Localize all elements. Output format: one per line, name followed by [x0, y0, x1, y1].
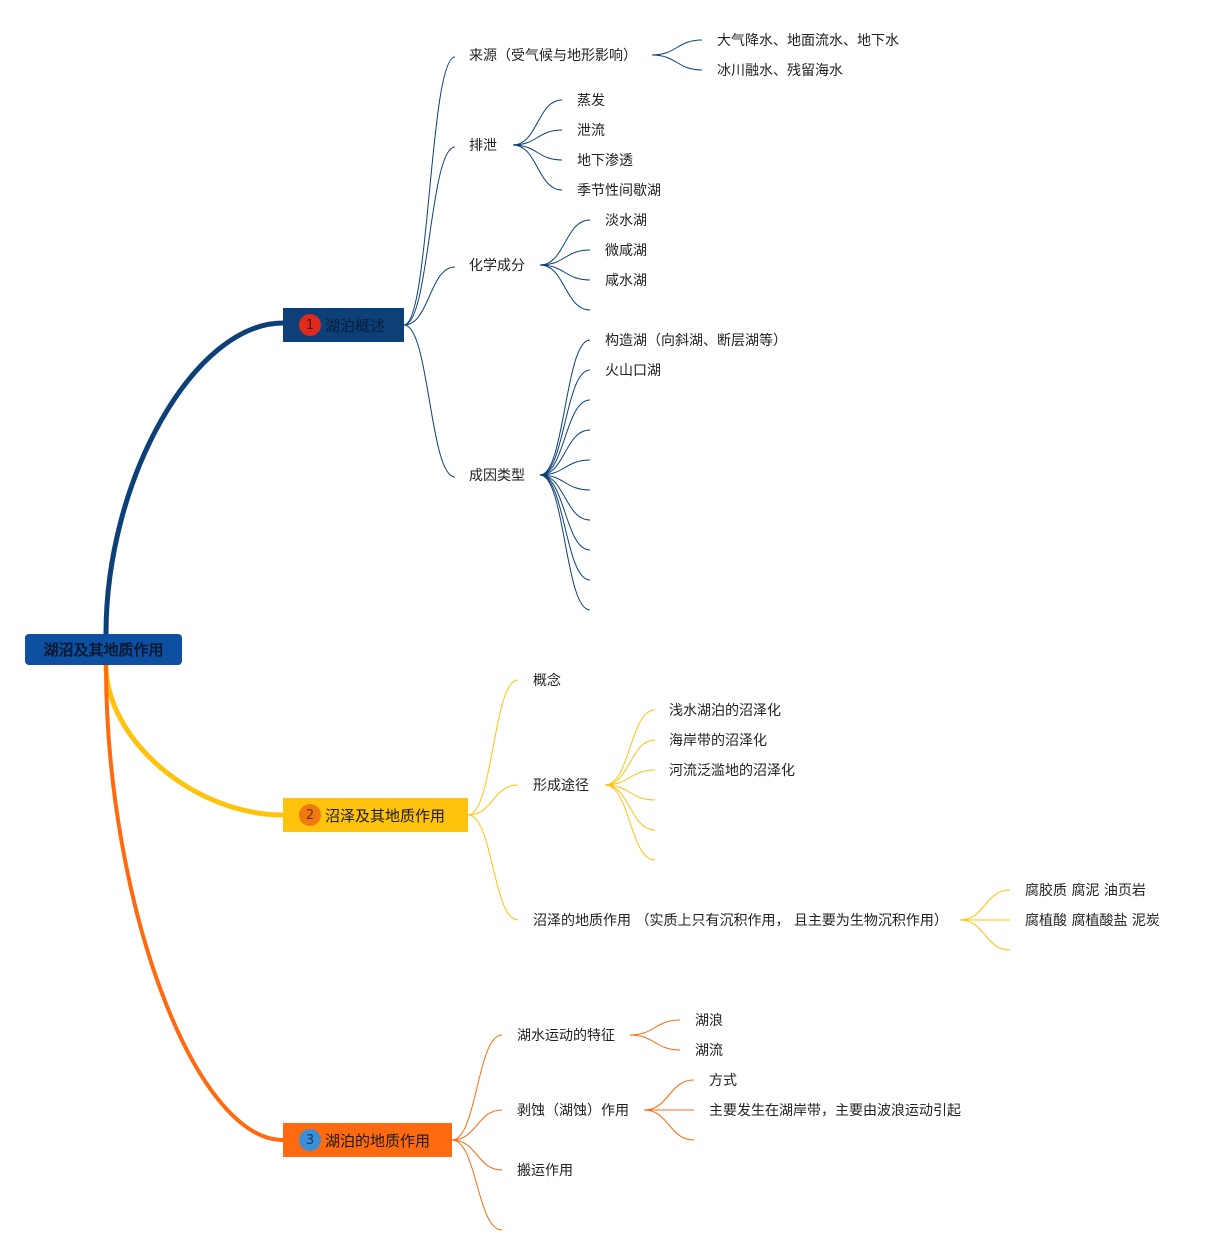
leaf-connector — [959, 889, 1011, 921]
leaf-connector — [604, 784, 656, 861]
leaf[interactable]: 火山口湖 — [605, 363, 661, 379]
leaf-connector — [539, 219, 591, 266]
branch-connector — [451, 1139, 503, 1171]
leaf-connector — [539, 264, 591, 311]
leaf-connector — [604, 784, 656, 831]
number-badge: 2 — [299, 804, 321, 826]
leaf-connector — [539, 474, 591, 551]
leaf[interactable]: 大气降水、地面流水、地下水 — [717, 33, 899, 49]
topic-swamp-geology[interactable]: 沼泽的地质作用 （实质上只有沉积作用， 且主要为生物沉积作用） — [533, 913, 948, 929]
leaf-connector — [604, 784, 656, 801]
leaf-connector — [539, 429, 591, 476]
leaf[interactable]: 淡水湖 — [605, 213, 647, 229]
branch-connector — [403, 324, 456, 478]
branch-lake-geology[interactable]: 3 湖泊的地质作用 — [283, 1123, 452, 1157]
leaf-connector — [643, 1109, 695, 1141]
topic-erosion[interactable]: 剥蚀（湖蚀）作用 — [517, 1103, 629, 1119]
topic-transport[interactable]: 搬运作用 — [517, 1163, 573, 1179]
number-badge: 3 — [299, 1129, 321, 1151]
branch-connector — [467, 814, 519, 921]
topic-source[interactable]: 来源（受气候与地形影响） — [469, 48, 637, 64]
topic-formation[interactable]: 形成途径 — [533, 778, 589, 794]
branch-lake-overview[interactable]: 1 湖泊概述 — [283, 308, 404, 342]
root-connector-1 — [103, 320, 286, 637]
branch-connector — [467, 679, 519, 816]
leaf[interactable]: 咸水湖 — [605, 273, 647, 289]
leaf[interactable]: 季节性间歇湖 — [577, 183, 661, 199]
leaf-connector — [539, 459, 591, 476]
root-connector-2 — [103, 662, 286, 818]
leaf[interactable]: 方式 — [709, 1073, 737, 1089]
branch-connector — [403, 146, 456, 326]
leaf[interactable]: 冰川融水、残留海水 — [717, 63, 843, 79]
leaf-connector — [629, 1019, 681, 1036]
number-badge: 1 — [299, 314, 321, 336]
leaf-connector — [539, 249, 591, 266]
branch-label: 湖泊的地质作用 — [325, 1131, 431, 1150]
leaf-connector — [604, 739, 656, 786]
leaf-connector — [539, 264, 591, 281]
leaf-connector — [539, 474, 591, 581]
branch-label: 沼泽及其地质作用 — [325, 806, 446, 825]
leaf-connector — [629, 1034, 681, 1051]
leaf-connector — [539, 369, 591, 476]
topic-concept[interactable]: 概念 — [533, 673, 561, 689]
leaf[interactable]: 主要发生在湖岸带，主要由波浪运动引起 — [709, 1103, 961, 1119]
leaf[interactable]: 湖浪 — [695, 1013, 723, 1029]
leaf-connector — [959, 919, 1011, 951]
leaf[interactable]: 腐植酸 腐植酸盐 泥炭 — [1025, 913, 1160, 929]
leaf-connector — [539, 474, 591, 521]
leaf[interactable]: 构造湖（向斜湖、断层湖等） — [605, 333, 787, 349]
branch-label: 湖泊概述 — [325, 316, 386, 335]
leaf-connector — [539, 474, 591, 611]
leaf[interactable]: 海岸带的沼泽化 — [669, 733, 767, 749]
leaf-connector — [512, 129, 563, 146]
leaf[interactable]: 湖流 — [695, 1043, 723, 1059]
leaf-connector — [512, 144, 563, 191]
leaf[interactable]: 微咸湖 — [605, 243, 647, 259]
leaf-connector — [651, 39, 703, 56]
branch-connector — [451, 1139, 503, 1231]
root-connector-3 — [104, 663, 285, 1142]
leaf-connector — [539, 399, 591, 476]
root-node[interactable]: 湖沼及其地质作用 — [25, 634, 182, 665]
leaf-connector — [512, 99, 563, 146]
leaf-connector — [512, 144, 563, 161]
topic-chemistry[interactable]: 化学成分 — [469, 258, 525, 274]
topic-origin-types[interactable]: 成因类型 — [469, 468, 525, 484]
leaf-connector — [604, 769, 656, 786]
leaf-connector — [643, 1079, 695, 1111]
leaf[interactable]: 地下渗透 — [577, 153, 633, 169]
branch-connector — [403, 56, 456, 326]
branch-connector — [451, 1109, 503, 1141]
branch-connector — [467, 784, 519, 816]
branch-connector — [451, 1034, 503, 1141]
leaf[interactable]: 蒸发 — [577, 93, 605, 109]
leaf[interactable]: 浅水湖泊的沼泽化 — [669, 703, 781, 719]
leaf[interactable]: 腐胶质 腐泥 油页岩 — [1025, 883, 1146, 899]
topic-water-motion[interactable]: 湖水运动的特征 — [517, 1028, 615, 1044]
leaf-connector — [651, 54, 703, 71]
leaf-connector — [539, 474, 591, 491]
branch-swamp[interactable]: 2 沼泽及其地质作用 — [283, 798, 468, 832]
leaf-connector — [604, 709, 656, 786]
leaf-connector — [539, 339, 591, 476]
root-label: 湖沼及其地质作用 — [43, 641, 164, 659]
leaf[interactable]: 河流泛滥地的沼泽化 — [669, 763, 795, 779]
leaf[interactable]: 泄流 — [577, 123, 605, 139]
topic-discharge[interactable]: 排泄 — [469, 138, 497, 154]
branch-connector — [403, 266, 456, 326]
